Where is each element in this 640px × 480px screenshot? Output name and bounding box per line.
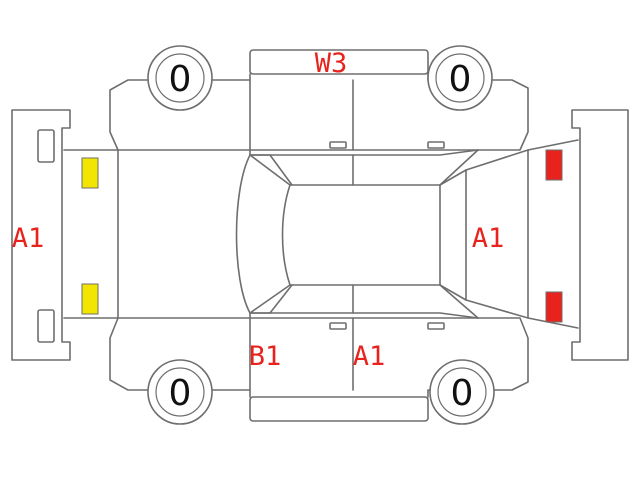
bottom-side-strip — [249, 396, 429, 422]
tire-tread-rear-left: 0 — [169, 373, 192, 414]
tire-front-right: 0 — [427, 45, 493, 111]
tire-tread-front-right: 0 — [449, 59, 472, 100]
rear-lamp-top — [545, 149, 563, 181]
tire-rear-left: 0 — [147, 359, 213, 425]
front-bumper — [11, 109, 71, 361]
car-body-outline — [63, 73, 529, 398]
top-side-strip — [249, 49, 429, 75]
rear-bumper — [571, 109, 629, 361]
damage-code-rear-panel: A1 — [472, 223, 505, 254]
tire-rear-right: 0 — [429, 359, 495, 425]
rear-deck — [465, 139, 579, 329]
damage-code-top-panel: W3 — [315, 48, 348, 79]
damage-code-right-front-door: B1 — [249, 341, 282, 372]
tire-tread-front-left: 0 — [169, 59, 192, 100]
damage-code-right-rear-door: A1 — [353, 341, 386, 372]
rear-lamp-bottom — [545, 291, 563, 323]
cabin-roof — [235, 149, 479, 319]
front-lamp-bottom — [81, 283, 99, 315]
front-lamp-top — [81, 157, 99, 189]
tire-tread-rear-right: 0 — [451, 373, 474, 414]
damage-code-front-bumper: A1 — [12, 223, 45, 254]
tire-front-left: 0 — [147, 45, 213, 111]
